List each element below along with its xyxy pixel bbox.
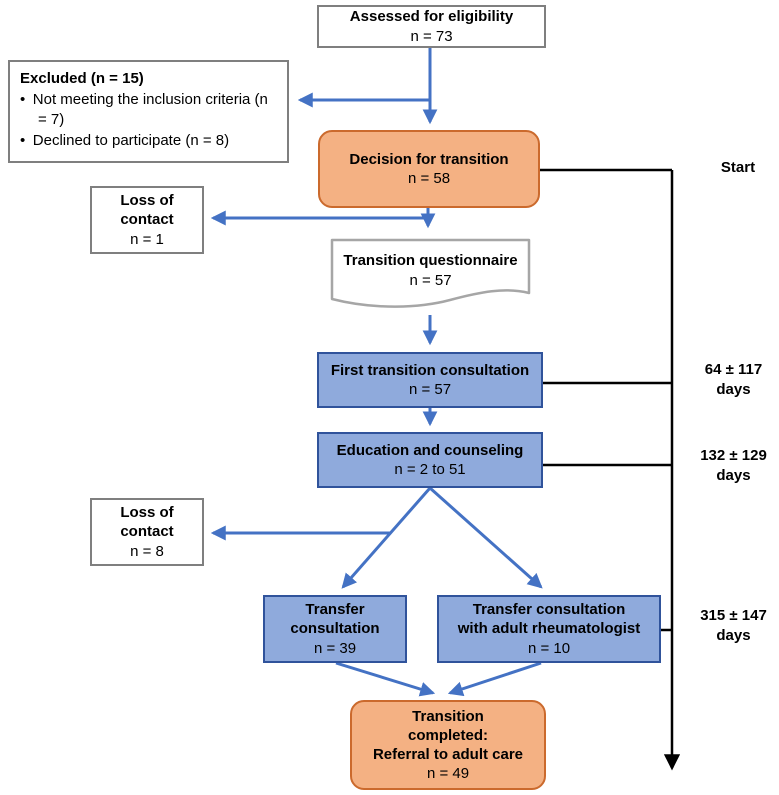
node-title: Transfer consultation with adult rheumat… <box>457 601 641 638</box>
node-title: Transition completed: Referral to adult … <box>372 707 524 763</box>
timeline-label-first-consult-days: 64 ± 117 days <box>704 361 763 398</box>
timeline-label-start: Start <box>720 159 756 176</box>
arrow-education-to-transfer-adult <box>429 486 543 589</box>
node-decision-for-transition: Decision for transition n = 58 <box>318 130 540 208</box>
document-shape <box>330 238 531 308</box>
node-first-transition-consultation: First transition consultation n = 57 <box>317 352 543 408</box>
node-assessed-for-eligibility: Assessed for eligibility n = 73 <box>317 5 546 48</box>
node-title: Assessed for eligibility <box>349 8 514 26</box>
node-count: n = 2 to 51 <box>394 461 466 478</box>
node-education-and-counseling: Education and counseling n = 2 to 51 <box>317 432 543 488</box>
node-count: n = 73 <box>410 27 453 45</box>
node-title: Excluded (n = 15) <box>20 70 144 87</box>
node-count: n = 8 <box>130 542 164 560</box>
node-count: n = 49 <box>426 765 470 783</box>
arrow-education-to-transfer <box>341 487 432 589</box>
excluded-reasons-list: Not meeting the inclusion criteria (n = … <box>20 90 277 151</box>
node-title: Transition questionnaire <box>343 252 518 269</box>
node-title: Decision for transition <box>349 150 509 168</box>
excluded-reason: Declined to participate (n = 8) <box>20 131 277 151</box>
node-transfer-consultation-adult-rheumatologist: Transfer consultation with adult rheumat… <box>437 595 661 663</box>
node-count: n = 1 <box>130 230 164 248</box>
node-transition-completed: Transition completed: Referral to adult … <box>350 700 546 790</box>
node-title: Loss of contact <box>120 192 174 229</box>
node-loss-of-contact-2: Loss of contact n = 8 <box>90 498 204 566</box>
timeline-label-education-days: 132 ± 129 days <box>700 447 767 484</box>
node-count: n = 58 <box>407 170 451 187</box>
excluded-reason: Not meeting the inclusion criteria (n = … <box>20 90 277 131</box>
node-count: n = 57 <box>409 271 452 289</box>
node-transition-questionnaire: Transition questionnaire n = 57 <box>330 238 531 316</box>
node-loss-of-contact-1: Loss of contact n = 1 <box>90 186 204 254</box>
node-title: First transition consultation <box>330 361 530 379</box>
arrow-transfer-to-completed <box>335 661 436 697</box>
arrow-transfer-adult-to-completed <box>447 661 542 697</box>
node-title: Education and counseling <box>336 441 524 459</box>
node-transfer-consultation: Transfer consultation n = 39 <box>263 595 407 663</box>
node-excluded: Excluded (n = 15) Not meeting the inclus… <box>8 60 289 163</box>
timeline-label-transfer-days: 315 ± 147 days <box>700 607 767 644</box>
node-count: n = 39 <box>313 639 357 657</box>
node-count: n = 57 <box>408 381 452 398</box>
node-title: Loss of contact <box>120 504 174 541</box>
node-count: n = 10 <box>527 639 571 657</box>
document-text: Transition questionnaire n = 57 <box>330 238 531 290</box>
node-title: Transfer consultation <box>290 601 380 638</box>
